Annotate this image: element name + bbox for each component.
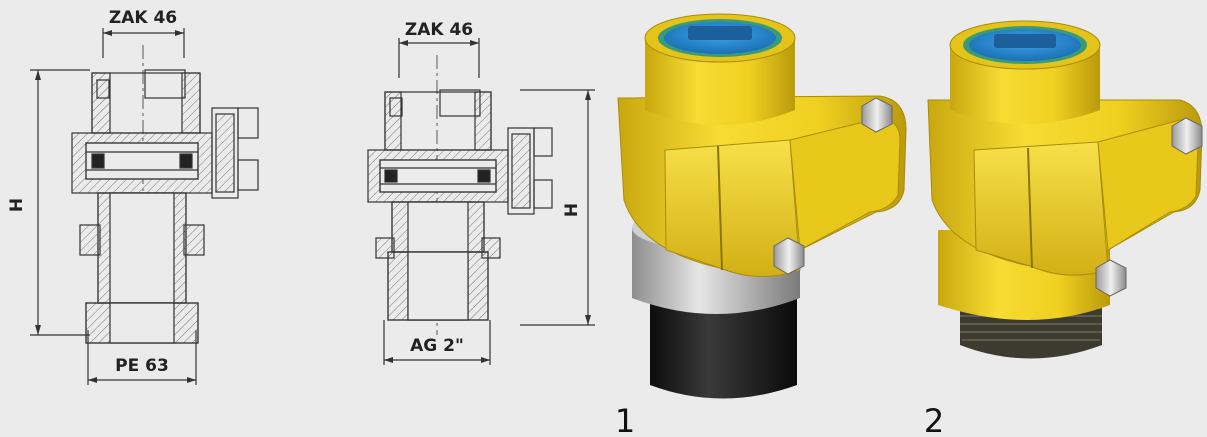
dimension-ag-label: AG 2" [410, 336, 464, 356]
height-label-2: H [562, 203, 582, 217]
product-photo-1 [617, 13, 907, 399]
photo-number-1: 1 [615, 402, 635, 437]
height-label-1: H [7, 198, 27, 212]
product-photo-2 [927, 20, 1203, 359]
dimension-zak-label-1: ZAK 46 [109, 8, 177, 28]
technical-drawing-ag2 [367, 38, 595, 365]
dimension-pe-label: PE 63 [115, 356, 169, 376]
dimension-zak-label-2: ZAK 46 [405, 20, 473, 40]
technical-drawing-pe63 [30, 28, 259, 385]
photo-number-2: 2 [924, 402, 944, 437]
